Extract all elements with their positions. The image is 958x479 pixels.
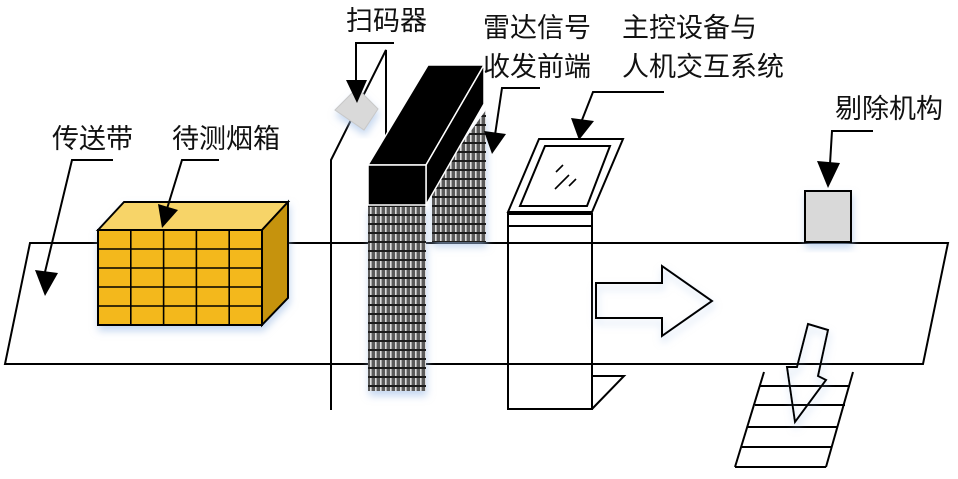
cigarette-carton [95,199,291,328]
label-control-line1: 主控设备与 [622,13,757,44]
conveyor-belt [3,242,950,365]
reject-chute [734,371,854,468]
label-radar-line1: 雷达信号 [483,13,591,44]
callout-leaders [35,42,873,296]
radar-head [366,62,486,208]
rejector-device [804,190,852,243]
radar-front-panel [368,205,426,391]
label-scanner: 扫码器 [346,6,427,37]
carton-grid [98,230,262,325]
label-control-line2: 人机交互系统 [622,52,784,83]
forward-arrow-icon [595,264,714,338]
label-carton: 待测烟箱 [172,124,280,155]
reject-arrow-icon [785,322,830,425]
label-conveyor: 传送带 [52,124,133,155]
radar-back-panel [432,110,486,242]
scanner-device [334,87,379,131]
label-radar-line2: 收发前端 [483,52,591,83]
control-kiosk [506,138,627,410]
label-rejector: 剔除机构 [835,94,943,125]
